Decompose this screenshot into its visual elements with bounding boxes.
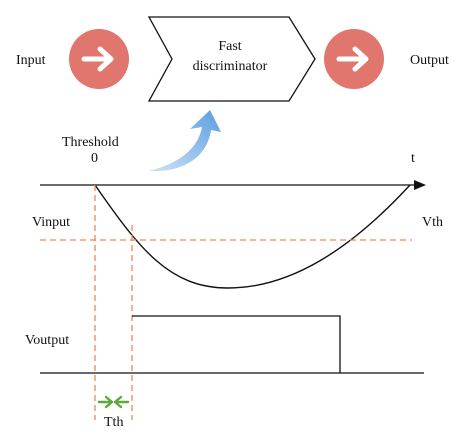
threshold-label: Threshold	[62, 135, 119, 150]
output-label: Output	[410, 53, 449, 68]
input-signal-curve	[94, 184, 411, 289]
box-title-line2: discriminator	[193, 59, 268, 74]
input-arrow-icon	[69, 29, 129, 89]
tth-arrows-icon	[97, 395, 130, 409]
curved-up-arrow-icon	[148, 110, 221, 172]
tth-label: Tth	[104, 415, 123, 430]
output-arrow-icon	[324, 29, 384, 89]
output-pulse	[132, 315, 341, 373]
input-label: Input	[16, 53, 46, 68]
fast-discriminator-box	[147, 16, 316, 102]
zero-label: 0	[91, 151, 98, 166]
t-label: t	[411, 151, 415, 166]
vinput-label: Vinput	[32, 215, 70, 230]
box-title-line1: Fast	[218, 39, 241, 54]
voutput-label: Voutput	[25, 333, 69, 348]
vth-label: Vth	[422, 215, 443, 230]
